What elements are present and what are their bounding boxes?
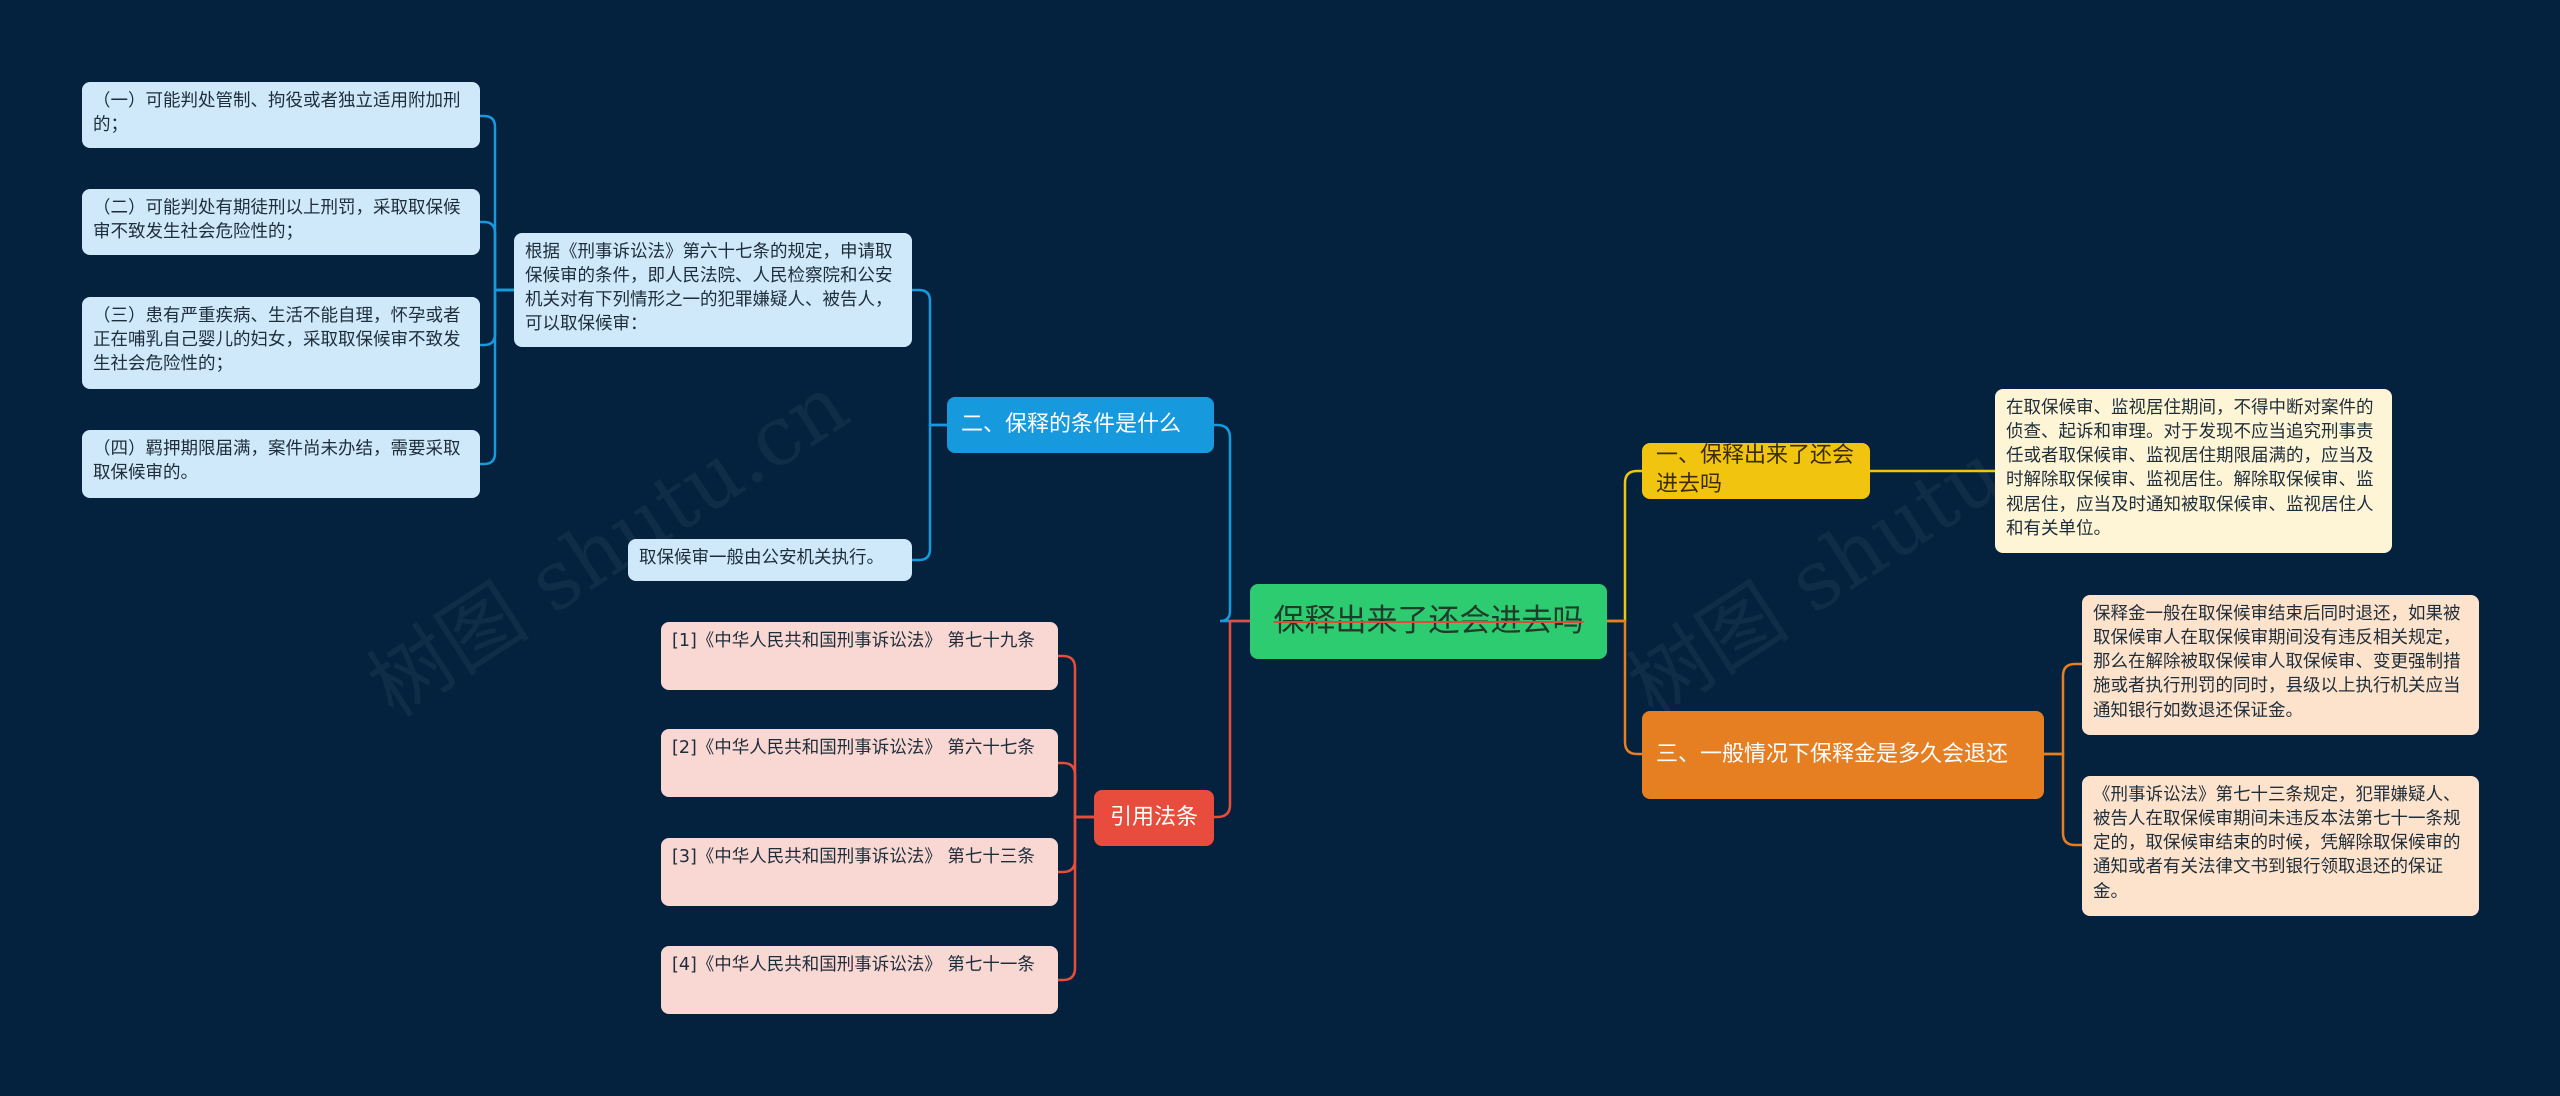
conditions-item-1[interactable]: （一）可能判处管制、拘役或者独立适用附加刑的； — [82, 82, 480, 148]
link-intro-item2 — [480, 220, 514, 292]
bail-refund-detail-1[interactable]: 保释金一般在取保候审结束后同时退还，如果被取保候审人在取保候审期间没有违反相关规… — [2082, 595, 2479, 735]
branch-conditions[interactable]: 二、保释的条件是什么 — [947, 397, 1214, 453]
conditions-intro-text: 根据《刑事诉讼法》第六十七条的规定，申请取保候审的条件，即人民法院、人民检察院和… — [525, 242, 893, 335]
bail-refund-detail-1-text: 保释金一般在取保候审结束后同时退还，如果被取保候审人在取保候审期间没有违反相关规… — [2093, 604, 2461, 721]
conditions-item-3-text: （三）患有严重疾病、生活不能自理，怀孕或者正在哺乳自己婴儿的妇女，采取取保候审不… — [93, 306, 461, 375]
link-ref-item4 — [1058, 815, 1094, 982]
return-jail-detail[interactable]: 在取保候审、监视居住期间，不得中断对案件的侦查、起诉和审理。对于发现不应当追究刑… — [1995, 389, 2392, 553]
reference-item-3[interactable]: [3]《中华人民共和国刑事诉讼法》 第七十三条 — [661, 838, 1058, 906]
link-refund-detail2 — [2044, 752, 2082, 847]
reference-item-4[interactable]: [4]《中华人民共和国刑事诉讼法》 第七十一条 — [661, 946, 1058, 1014]
link-root-refund — [1607, 619, 1642, 756]
link-root-conditions — [1214, 423, 1250, 623]
conditions-item-2-text: （二）可能判处有期徒刑以上刑罚，采取取保候审不致发生社会危险性的； — [93, 198, 461, 243]
branch-return-jail[interactable]: 一、保释出来了还会进去吗 — [1642, 443, 1870, 499]
reference-item-4-text: [4]《中华人民共和国刑事诉讼法》 第七十一条 — [672, 955, 1035, 975]
link-intro-item1 — [480, 114, 514, 292]
link-conditions-intro — [912, 288, 947, 427]
link-root-references — [1214, 619, 1250, 819]
link-intro-item3 — [480, 288, 514, 347]
bail-refund-detail-2[interactable]: 《刑事诉讼法》第七十三条规定，犯罪嫌疑人、被告人在取保候审期间未违反本法第七十一… — [2082, 776, 2479, 916]
return-jail-detail-text: 在取保候审、监视居住期间，不得中断对案件的侦查、起诉和审理。对于发现不应当追究刑… — [2006, 398, 2374, 539]
link-ref-item2 — [1058, 761, 1094, 819]
reference-item-2-text: [2]《中华人民共和国刑事诉讼法》 第六十七条 — [672, 738, 1035, 758]
conditions-item-4[interactable]: （四）羁押期限届满，案件尚未办结，需要采取取保候审的。 — [82, 430, 480, 498]
branch-references[interactable]: 引用法条 — [1094, 790, 1214, 846]
reference-item-1-text: [1]《中华人民共和国刑事诉讼法》 第七十九条 — [672, 631, 1035, 651]
branch-references-label: 引用法条 — [1109, 804, 1198, 830]
conditions-executor[interactable]: 取保候审一般由公安机关执行。 — [628, 539, 912, 581]
branch-bail-refund[interactable]: 三、一般情况下保释金是多久会退还 — [1642, 711, 2044, 799]
branch-return-jail-label: 一、保释出来了还会进去吗 — [1656, 443, 1855, 497]
link-conditions-executor — [912, 423, 947, 562]
conditions-intro[interactable]: 根据《刑事诉讼法》第六十七条的规定，申请取保候审的条件，即人民法院、人民检察院和… — [514, 233, 912, 347]
conditions-item-1-text: （一）可能判处管制、拘役或者独立适用附加刑的； — [93, 91, 461, 136]
link-refund-detail1 — [2044, 662, 2082, 756]
reference-item-3-text: [3]《中华人民共和国刑事诉讼法》 第七十三条 — [672, 847, 1035, 867]
reference-item-2[interactable]: [2]《中华人民共和国刑事诉讼法》 第六十七条 — [661, 729, 1058, 797]
root-topic[interactable]: 保释出来了还会进去吗 — [1250, 584, 1607, 659]
bail-refund-detail-2-text: 《刑事诉讼法》第七十三条规定，犯罪嫌疑人、被告人在取保候审期间未违反本法第七十一… — [2093, 785, 2461, 902]
reference-item-1[interactable]: [1]《中华人民共和国刑事诉讼法》 第七十九条 — [661, 622, 1058, 690]
conditions-item-4-text: （四）羁押期限届满，案件尚未办结，需要采取取保候审的。 — [93, 439, 461, 484]
link-ref-item1 — [1058, 654, 1094, 819]
conditions-item-2[interactable]: （二）可能判处有期徒刑以上刑罚，采取取保候审不致发生社会危险性的； — [82, 189, 480, 255]
branch-bail-refund-label: 三、一般情况下保释金是多久会退还 — [1656, 741, 2009, 767]
conditions-executor-text: 取保候审一般由公安机关执行。 — [639, 548, 884, 568]
branch-conditions-label: 二、保释的条件是什么 — [961, 411, 1182, 437]
root-topic-label: 保释出来了还会进去吗 — [1273, 603, 1584, 640]
link-root-return — [1607, 469, 1642, 623]
conditions-item-3[interactable]: （三）患有严重疾病、生活不能自理，怀孕或者正在哺乳自己婴儿的妇女，采取取保候审不… — [82, 297, 480, 389]
link-intro-item4 — [480, 288, 514, 466]
